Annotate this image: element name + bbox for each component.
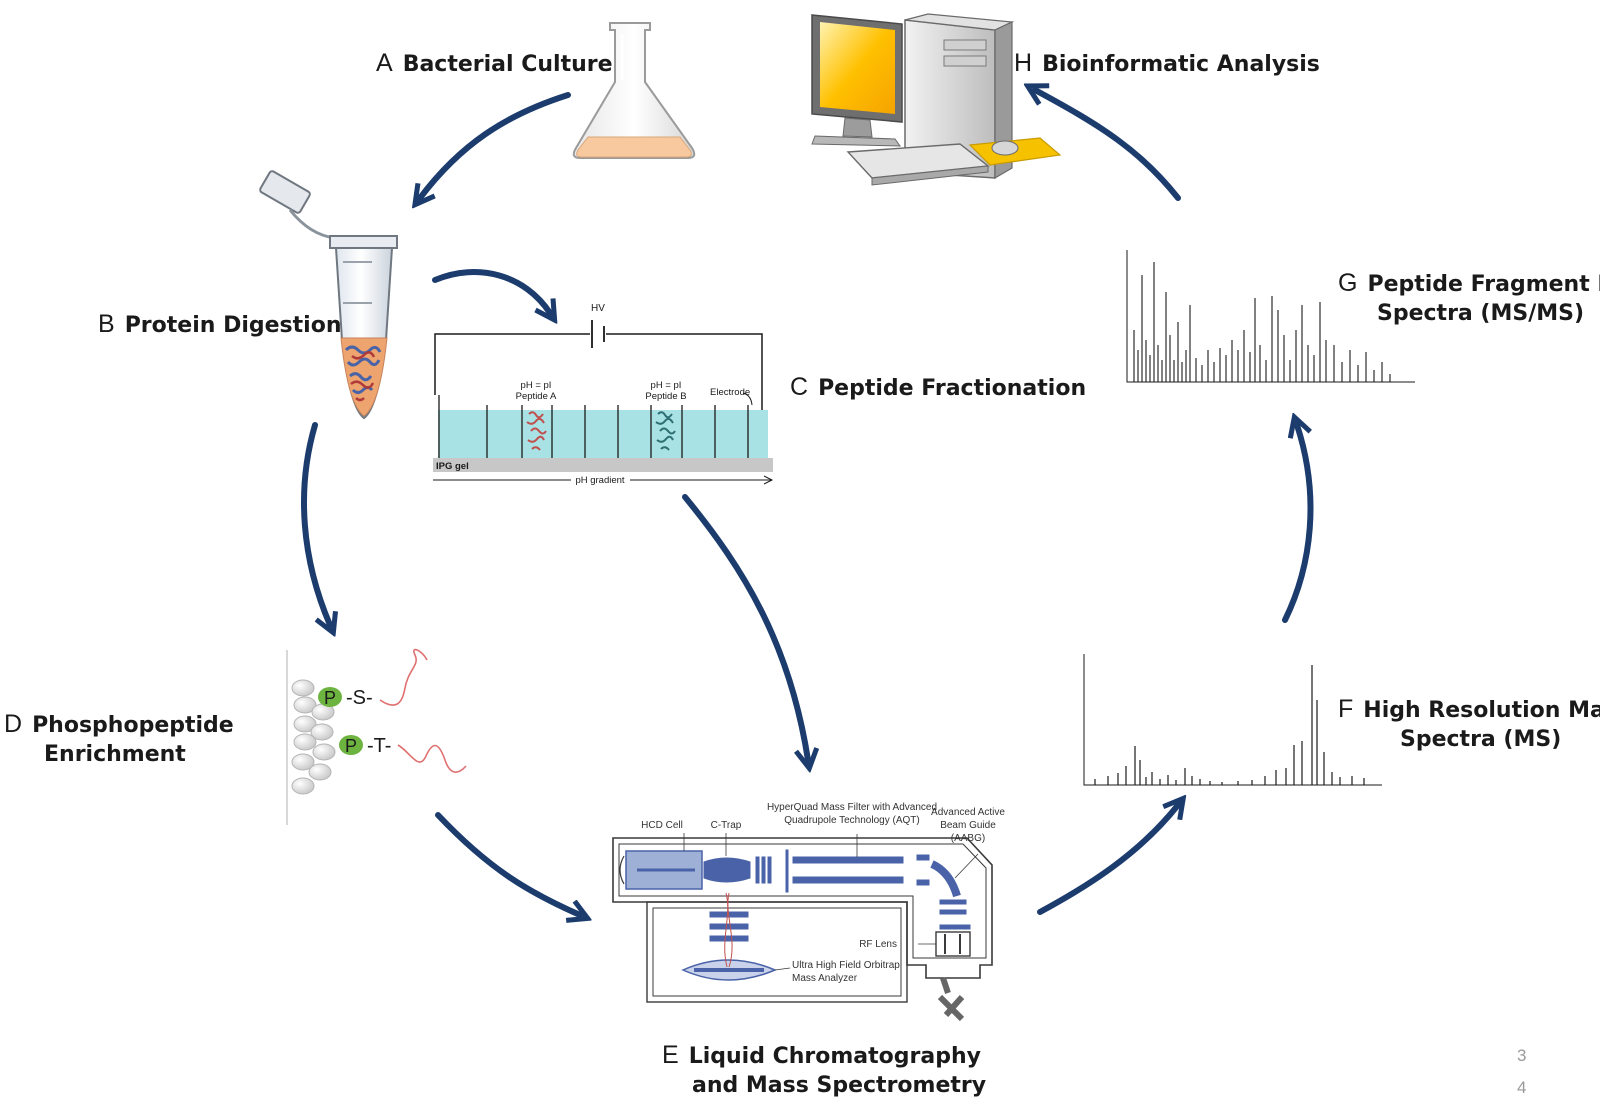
peptide-b-ph-label: pH = pI: [651, 380, 682, 391]
arrow-a-to-b: [420, 92, 571, 198]
msms-spectrum-thumbnail: [1126, 250, 1415, 383]
step-b-title: Protein Digestion: [124, 313, 342, 338]
step-g-title-2: Spectra (MS/MS): [1377, 301, 1585, 326]
peptide-a-ph-label: pH = pI: [521, 380, 552, 391]
hyperquad-label-1: HyperQuad Mass Filter with Advanced: [767, 802, 937, 813]
step-h-letter: H: [1014, 49, 1033, 77]
step-a-letter: A: [376, 49, 393, 77]
step-f-letter: F: [1338, 695, 1354, 723]
aabg-label-3: (AABG): [951, 833, 985, 844]
cycle-arrows: [301, 90, 1314, 915]
tube-icon: [259, 170, 398, 420]
step-c-title: Peptide Fractionation: [818, 376, 1087, 401]
arrow-c-to-e: [682, 494, 808, 760]
arrow-f-to-g: [1282, 425, 1314, 623]
step-c-label: C Peptide Fractionation: [790, 372, 1086, 404]
arrow-e-to-f: [1037, 805, 1178, 915]
serine-label: -S-: [346, 687, 373, 709]
step-e-label: E Liquid Chromatography: [662, 1040, 981, 1072]
flask-icon: [572, 22, 696, 159]
step-b-label: B Protein Digestion: [98, 309, 341, 341]
step-g-label-line2: Spectra (MS/MS): [1377, 299, 1584, 329]
step-b-letter: B: [98, 310, 115, 338]
step-e-label-line2: and Mass Spectrometry: [692, 1071, 986, 1101]
step-d-title-2: Enrichment: [44, 742, 186, 767]
step-g-letter: G: [1338, 269, 1358, 297]
step-f-label-line2: Spectra (MS): [1400, 725, 1561, 755]
hcd-cell-label: HCD Cell: [641, 820, 683, 831]
arrow-d-to-e: [435, 812, 580, 915]
aabg-label-1: Advanced Active: [931, 807, 1005, 818]
arrow-b-to-c: [432, 269, 550, 313]
step-a-title: Bacterial Culture: [402, 52, 613, 77]
orbitrap-label-2: Mass Analyzer: [792, 973, 858, 984]
step-f-label: F High Resolution Mass: [1338, 694, 1600, 726]
ph-gradient-label: pH gradient: [575, 475, 624, 486]
step-f-title-1: High Resolution Mass: [1363, 698, 1600, 723]
electrode-label: Electrode: [710, 387, 750, 398]
phospho-p2: P: [345, 736, 357, 756]
enrichment-panel: P -S- P -T-: [286, 648, 467, 825]
orbitrap-label-1: Ultra High Field Orbitrap: [792, 960, 900, 971]
step-e-title-1: Liquid Chromatography: [688, 1044, 981, 1069]
step-g-label: G Peptide Fragment Ion: [1338, 268, 1600, 300]
step-a-label: A Bacterial Culture: [376, 48, 613, 80]
step-d-letter: D: [4, 710, 23, 738]
ipg-gel-label: IPG gel: [436, 461, 469, 472]
step-h-label: H Bioinformatic Analysis: [1014, 48, 1320, 80]
computer-icon: [811, 13, 1062, 186]
step-c-letter: C: [790, 373, 809, 401]
instrument-labels: HCD Cell C-Trap HyperQuad Mass Filter wi…: [641, 802, 1005, 984]
hyperquad-label-2: Quadrupole Technology (AQT): [784, 815, 919, 826]
peptide-b-label: Peptide B: [645, 391, 686, 402]
arrow-b-to-d: [301, 422, 330, 625]
step-d-label: D Phosphopeptide: [4, 709, 234, 741]
rf-lens-label: RF Lens: [859, 939, 897, 950]
step-e-title-2: and Mass Spectrometry: [692, 1073, 987, 1098]
peptide-a-label: Peptide A: [516, 391, 557, 402]
fractionation-panel: HV pH = pI Peptide A pH = pI Peptide B E…: [433, 303, 774, 486]
page-number-bottom: 4: [1517, 1078, 1527, 1097]
step-d-label-line2: Enrichment: [44, 740, 186, 770]
c-trap-label: C-Trap: [711, 820, 742, 831]
aabg-label-2: Beam Guide: [940, 820, 996, 831]
step-d-title-1: Phosphopeptide: [32, 713, 234, 738]
arrow-g-to-h: [1035, 90, 1181, 201]
step-g-title-1: Peptide Fragment Ion: [1367, 272, 1600, 297]
ms-spectrum-thumbnail: [1083, 654, 1382, 786]
step-e-letter: E: [662, 1041, 679, 1069]
instrument-schematic: [612, 833, 993, 1022]
phospho-p1: P: [324, 688, 336, 708]
page-number-top: 3: [1517, 1046, 1527, 1065]
step-h-title: Bioinformatic Analysis: [1042, 52, 1320, 77]
step-f-title-2: Spectra (MS): [1400, 727, 1562, 752]
threonine-label: -T-: [367, 735, 391, 757]
hv-label: HV: [591, 303, 605, 314]
